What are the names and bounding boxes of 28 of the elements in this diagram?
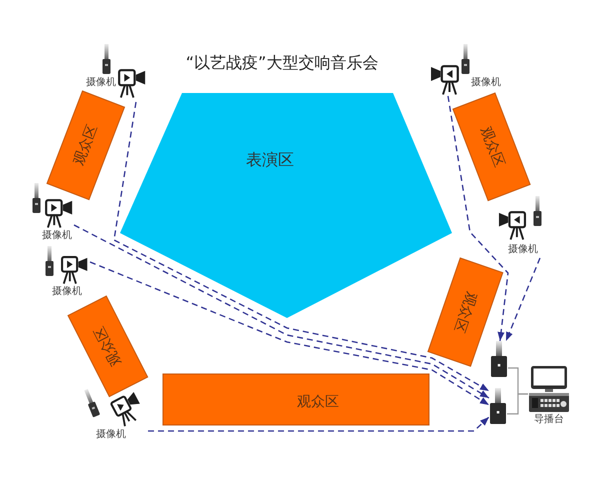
dashed-arrow — [148, 416, 490, 432]
audience-area — [47, 90, 125, 200]
dashed-arrow — [447, 96, 509, 342]
dashed-arrow — [505, 258, 541, 342]
console-label: 导播台 — [534, 414, 564, 426]
area-label: 观众区 — [450, 290, 480, 334]
area-label: 表演区 — [246, 150, 294, 170]
area-label: 观众区 — [297, 393, 339, 410]
dashed-arrow — [74, 224, 490, 399]
area-label: 观众区 — [91, 324, 125, 368]
antenna-box-icon — [490, 341, 508, 377]
camera-label: 摄像机 — [86, 77, 116, 88]
camera-label: 摄像机 — [471, 77, 501, 88]
connector-line — [507, 393, 528, 414]
dashed-arrow — [90, 261, 490, 406]
audience-area — [163, 374, 429, 425]
camera-label: 摄像机 — [52, 286, 82, 298]
antenna-box-icon — [489, 388, 507, 424]
area-label: 观众区 — [476, 124, 508, 170]
dashed-arrow — [113, 102, 490, 392]
camera-label: 摄像机 — [96, 429, 126, 440]
audience-area — [68, 296, 148, 396]
camera-label: 摄像机 — [42, 230, 72, 242]
stage-area — [120, 93, 452, 318]
audience-area — [428, 258, 502, 366]
camera-label: 摄像机 — [508, 244, 538, 256]
diagram-title: “以艺战疫”大型交响音乐会 — [186, 54, 378, 72]
area-label: 观众区 — [70, 122, 102, 168]
